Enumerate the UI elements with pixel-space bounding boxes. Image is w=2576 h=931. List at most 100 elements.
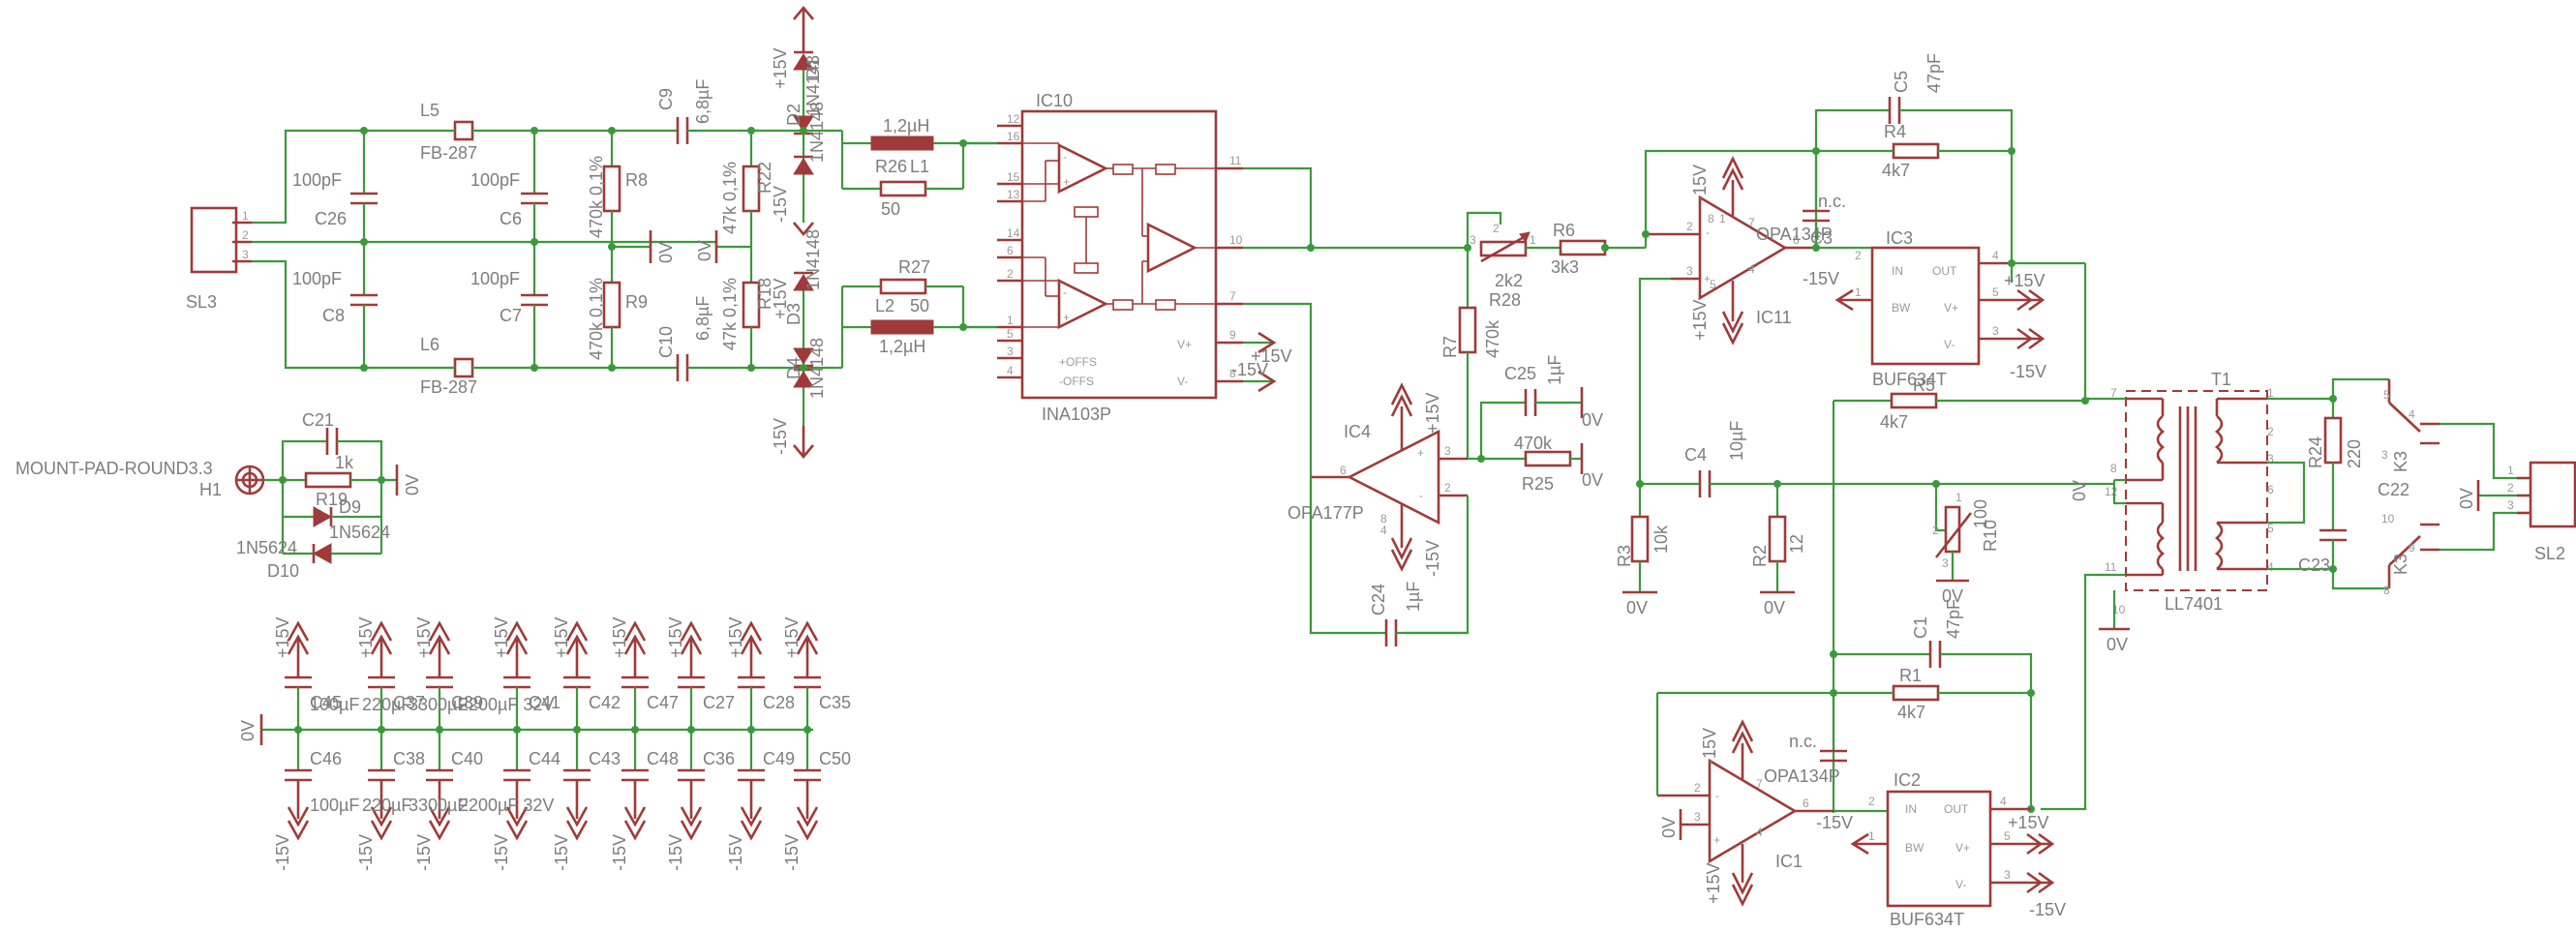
cap-label-top: C27 bbox=[703, 693, 735, 712]
svg-text:100: 100 bbox=[1971, 499, 1990, 528]
rail-plus-label: +15V bbox=[414, 616, 434, 658]
svg-text:-: - bbox=[1715, 789, 1719, 802]
svg-text:-15V: -15V bbox=[1690, 165, 1710, 201]
svg-text:K3: K3 bbox=[2391, 554, 2410, 575]
svg-text:FB-287: FB-287 bbox=[420, 377, 477, 397]
mount-pad-h1: MOUNT-PAD-ROUND3.3 H1 bbox=[15, 459, 265, 499]
svg-text:4: 4 bbox=[1756, 826, 1763, 839]
svg-text:9: 9 bbox=[2409, 541, 2415, 555]
svg-text:1: 1 bbox=[242, 209, 249, 223]
svg-text:1k: 1k bbox=[335, 453, 354, 472]
rail-minus-label: -15V bbox=[552, 834, 571, 871]
cap-c9: C9 6,8µF bbox=[656, 79, 842, 144]
svg-text:INA103P: INA103P bbox=[1042, 405, 1111, 424]
svg-text:+15V: +15V bbox=[2008, 813, 2049, 832]
inductor-l1: 1,2µH L1 bbox=[870, 116, 997, 176]
ic1-opa134p: - + 2 3 6 -15V +15V IC1 OPA134P 7 4 bbox=[1657, 719, 1840, 907]
svg-text:+: + bbox=[1713, 833, 1720, 847]
rail-minus-label: -15V bbox=[726, 834, 745, 871]
svg-text:R28: R28 bbox=[1489, 290, 1521, 310]
svg-text:K3: K3 bbox=[2391, 451, 2410, 472]
svg-text:V+: V+ bbox=[1177, 338, 1192, 351]
rail-minus-label: -15V bbox=[492, 834, 511, 871]
svg-text:+15V: +15V bbox=[1423, 392, 1442, 434]
svg-text:-15V: -15V bbox=[1423, 540, 1442, 577]
cap-c23: C23 C22 bbox=[2298, 480, 2409, 575]
svg-text:4: 4 bbox=[1992, 249, 1999, 262]
cap-label-top: C45 bbox=[310, 693, 342, 712]
svg-text:-15V: -15V bbox=[1231, 360, 1268, 379]
svg-text:-OFFS: -OFFS bbox=[1059, 375, 1094, 388]
resistor-r3: 0V R3 10k bbox=[1615, 484, 1671, 617]
svg-text:-15V: -15V bbox=[1700, 728, 1719, 765]
svg-text:0V: 0V bbox=[2457, 488, 2476, 509]
svg-text:3: 3 bbox=[1470, 233, 1476, 247]
cap-label-bottom: C46 bbox=[310, 749, 342, 768]
svg-text:R7: R7 bbox=[1440, 336, 1460, 358]
rail-minus-label: -15V bbox=[610, 834, 629, 871]
diode-stack-top: +15V D1 1N4148 D2 1N4148 -15V bbox=[771, 5, 827, 237]
resistor-r6: R6 3k3 bbox=[1551, 221, 1646, 277]
cap-c26: 100pF C26 bbox=[292, 131, 378, 247]
svg-text:2: 2 bbox=[1007, 267, 1014, 281]
svg-text:+: + bbox=[1063, 175, 1070, 189]
svg-text:C8: C8 bbox=[322, 306, 345, 325]
svg-text:8: 8 bbox=[1380, 512, 1387, 526]
svg-text:3: 3 bbox=[1992, 324, 1999, 338]
relay-k3: 5 4 3 10 9 8 K3 K3 bbox=[2381, 379, 2440, 597]
svg-text:3: 3 bbox=[1444, 444, 1451, 458]
cap-label-top: C42 bbox=[589, 693, 621, 712]
rail-minus-label: -15V bbox=[356, 834, 376, 871]
svg-text:1µF: 1µF bbox=[1404, 582, 1423, 612]
svg-text:470k 0,1%: 470k 0,1% bbox=[587, 156, 606, 238]
svg-text:R3: R3 bbox=[1615, 545, 1634, 567]
resistor-r1: R1 4k7 bbox=[1657, 666, 2031, 722]
svg-text:-15V: -15V bbox=[1803, 269, 1839, 288]
svg-text:1N5624: 1N5624 bbox=[329, 523, 390, 542]
decoupling-bank: 0V bbox=[238, 714, 813, 745]
svg-text:C22: C22 bbox=[2378, 480, 2409, 499]
resistor-r24: R24 220 bbox=[2306, 399, 2364, 530]
ic11-opa134p: - + 2 3 6 -15V +15V 7 4 8 1 5 IC11 OPA13… bbox=[1646, 156, 1833, 345]
trimmer-r10: 0V 2 1 3 100 R10 bbox=[1932, 484, 2000, 606]
svg-text:R10: R10 bbox=[1981, 520, 2000, 552]
svg-text:C23: C23 bbox=[2298, 556, 2330, 575]
svg-text:1: 1 bbox=[1007, 314, 1014, 327]
svg-text:4k7: 4k7 bbox=[1880, 412, 1908, 432]
resistor-r22: R22 47k 0,1% bbox=[720, 131, 774, 247]
cap-label-top: C37 bbox=[393, 693, 425, 712]
svg-text:-: - bbox=[1063, 285, 1067, 299]
svg-text:8: 8 bbox=[1708, 212, 1714, 225]
svg-text:1: 1 bbox=[1530, 233, 1536, 247]
svg-text:0V: 0V bbox=[2070, 480, 2089, 501]
svg-text:12: 12 bbox=[1007, 112, 1020, 126]
cap-bank-columns: +15V-15VC45C46+15V-15VC37C38+15V-15VC39C… bbox=[273, 616, 851, 871]
svg-text:8: 8 bbox=[1229, 367, 1236, 380]
svg-text:100pF: 100pF bbox=[292, 170, 342, 190]
svg-text:IC4: IC4 bbox=[1344, 422, 1371, 441]
svg-text:C26: C26 bbox=[315, 209, 347, 228]
svg-text:V-: V- bbox=[1944, 338, 1955, 351]
svg-text:-: - bbox=[1419, 489, 1423, 502]
svg-text:R26: R26 bbox=[875, 157, 907, 176]
resistor-r8: R8 470k 0,1% bbox=[587, 131, 648, 247]
svg-text:V-: V- bbox=[1955, 878, 1966, 891]
svg-text:2: 2 bbox=[1444, 481, 1451, 495]
svg-text:5: 5 bbox=[1710, 278, 1716, 291]
svg-text:0V: 0V bbox=[1582, 470, 1603, 490]
svg-text:C21: C21 bbox=[302, 410, 334, 430]
svg-text:OUT: OUT bbox=[1944, 802, 1969, 816]
rail-minus-label: -15V bbox=[782, 834, 802, 871]
svg-text:H1: H1 bbox=[199, 480, 222, 499]
svg-text:R5: R5 bbox=[1913, 375, 1935, 395]
svg-text:10: 10 bbox=[2112, 603, 2126, 616]
rail-plus-label: +15V bbox=[666, 616, 685, 658]
svg-text:n.c.: n.c. bbox=[1818, 192, 1846, 211]
ic2-buf634t: IC2 BUF634T IN OUT BW V+ V- 2 4 1 5 3 +1… bbox=[1816, 770, 2066, 929]
svg-text:4k7: 4k7 bbox=[1882, 161, 1910, 180]
svg-text:1N4148: 1N4148 bbox=[807, 102, 827, 163]
svg-text:OPA134P: OPA134P bbox=[1764, 766, 1840, 786]
svg-text:0V: 0V bbox=[695, 240, 714, 261]
svg-text:2: 2 bbox=[1868, 795, 1875, 808]
svg-text:2: 2 bbox=[2507, 481, 2514, 495]
